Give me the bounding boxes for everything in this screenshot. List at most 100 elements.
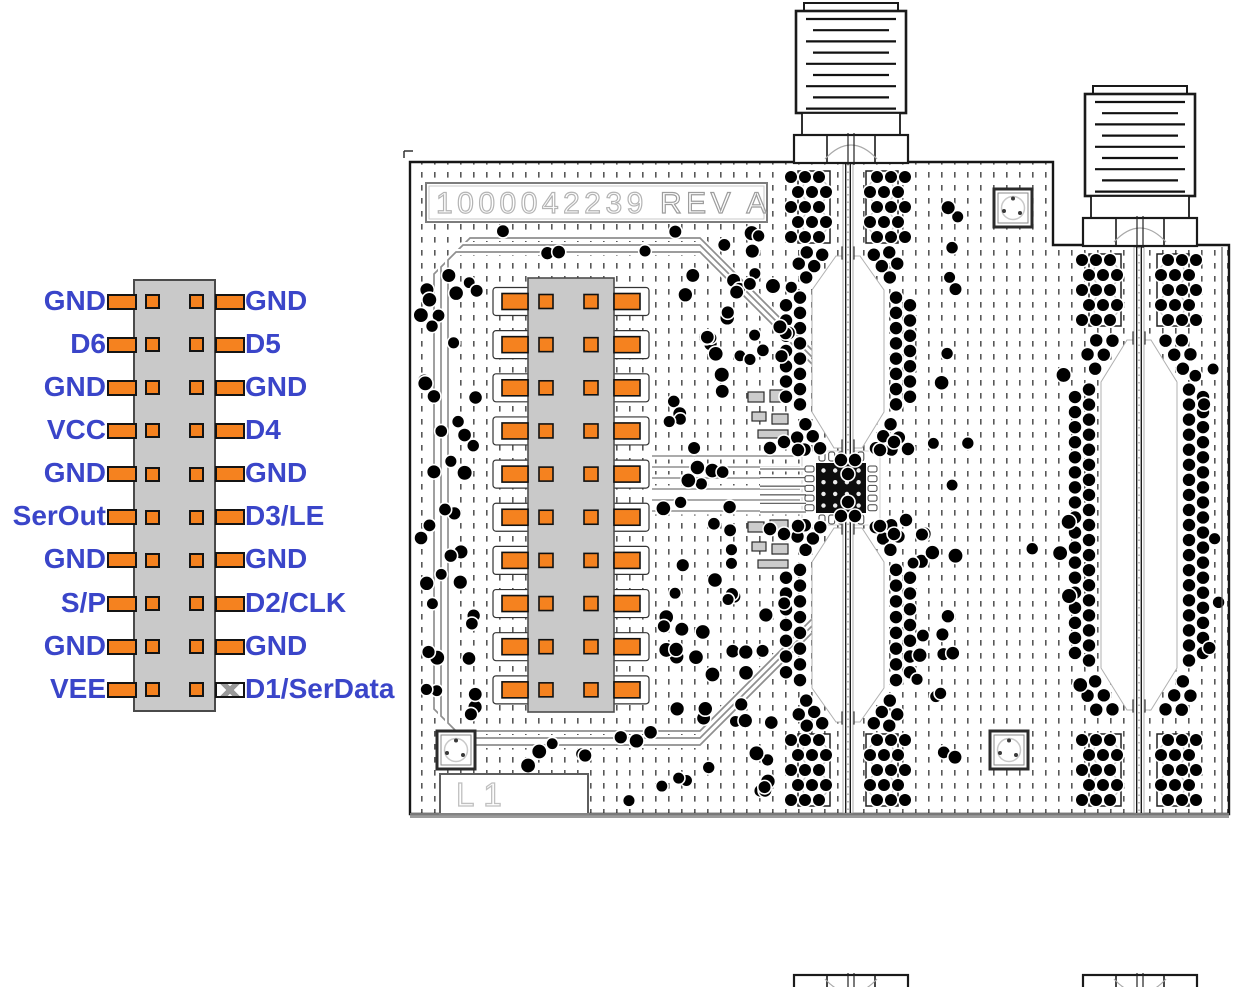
via-dot bbox=[654, 499, 672, 517]
footprint-smt-pad bbox=[613, 551, 641, 570]
via-dot bbox=[876, 214, 892, 230]
via-dot bbox=[866, 246, 882, 263]
via-dot bbox=[1182, 346, 1199, 363]
via-dot bbox=[1095, 297, 1111, 313]
via-dot bbox=[811, 199, 827, 215]
via-dot bbox=[728, 284, 745, 301]
via-dot bbox=[805, 530, 821, 547]
via-dot bbox=[902, 569, 918, 586]
footprint-smt-pad bbox=[613, 422, 641, 440]
via-dot bbox=[790, 706, 807, 723]
fiducial-part bbox=[445, 751, 449, 755]
pin-pad bbox=[189, 596, 204, 612]
via-dot bbox=[1181, 267, 1197, 283]
via-dot bbox=[495, 223, 511, 239]
footprint-pin-pad bbox=[538, 509, 554, 526]
via-dot bbox=[811, 169, 827, 185]
via-dot bbox=[898, 512, 914, 528]
pin-pad bbox=[189, 380, 204, 396]
via-dot bbox=[888, 305, 904, 321]
via-dot bbox=[1109, 267, 1125, 283]
via-dot bbox=[888, 672, 904, 688]
via-dot bbox=[1182, 687, 1199, 704]
via-dot bbox=[689, 459, 706, 476]
via-dot bbox=[1081, 267, 1097, 283]
footprint-smt-pad bbox=[501, 465, 529, 483]
via-dot bbox=[1181, 532, 1197, 548]
via-dot bbox=[934, 626, 951, 643]
sma-connector-part bbox=[792, 973, 910, 987]
via-dot bbox=[797, 542, 814, 558]
via-dot bbox=[1195, 524, 1211, 541]
via-dot bbox=[778, 569, 794, 586]
via-dot bbox=[792, 335, 808, 352]
via-dot bbox=[818, 214, 834, 230]
via-dot bbox=[776, 595, 792, 611]
via-dot bbox=[1157, 332, 1174, 349]
via-dot bbox=[1181, 592, 1197, 609]
via-dot bbox=[944, 240, 960, 255]
via-dot bbox=[1081, 532, 1097, 548]
sma-connector bbox=[1081, 85, 1199, 248]
footprint-pin-pad bbox=[583, 293, 599, 310]
pin-pad bbox=[189, 509, 204, 525]
via-dot bbox=[1067, 645, 1083, 661]
via-dot bbox=[684, 267, 701, 284]
via-dot bbox=[862, 184, 878, 200]
via-dot bbox=[1081, 502, 1097, 518]
via-dot bbox=[671, 771, 686, 786]
via-dot bbox=[888, 640, 904, 657]
via-dot bbox=[1088, 282, 1104, 298]
pin-label-left: SerOut bbox=[12, 500, 106, 532]
via-dot bbox=[1074, 252, 1090, 268]
silk-label-plate: L1 bbox=[439, 773, 589, 815]
via-dot bbox=[888, 577, 904, 594]
fiducial-part bbox=[993, 734, 1025, 766]
via-dot bbox=[783, 762, 799, 778]
via-dot bbox=[1109, 747, 1125, 763]
fiducial-part bbox=[992, 187, 1034, 229]
fiducial-part bbox=[988, 729, 1030, 771]
via-dot bbox=[1160, 252, 1176, 268]
via-dot bbox=[1081, 472, 1097, 488]
sma-connector-part bbox=[1090, 195, 1190, 219]
via-dot bbox=[933, 686, 948, 701]
pin-pad bbox=[145, 682, 160, 698]
via-dot bbox=[945, 477, 960, 493]
via-dot bbox=[545, 736, 560, 751]
via-dot bbox=[946, 749, 964, 766]
via-dot bbox=[1187, 368, 1203, 384]
fiducial-part bbox=[998, 751, 1002, 755]
pin-pad bbox=[189, 552, 204, 568]
sma-connector-part bbox=[794, 9, 908, 115]
pin-stub-right bbox=[215, 552, 245, 569]
via-dot bbox=[1195, 615, 1211, 631]
via-dot bbox=[862, 777, 878, 793]
ic-thermal-via bbox=[856, 468, 861, 473]
via-dot bbox=[421, 291, 438, 309]
via-dot bbox=[1109, 297, 1125, 313]
passive-component bbox=[771, 543, 789, 555]
via-dot bbox=[673, 495, 688, 510]
via-dot bbox=[883, 199, 899, 215]
via-dot bbox=[1188, 252, 1204, 268]
via-dot bbox=[1081, 592, 1097, 609]
via-dot bbox=[911, 646, 929, 664]
via-dot bbox=[783, 732, 799, 748]
pin-pad bbox=[145, 337, 160, 353]
footprint-pin-pad bbox=[583, 379, 599, 396]
pin-stub-left bbox=[107, 379, 137, 396]
via-dot bbox=[939, 346, 955, 361]
via-dot bbox=[888, 396, 904, 413]
ic-thermal-via bbox=[833, 503, 838, 508]
via-dot bbox=[1181, 426, 1197, 443]
via-dot bbox=[818, 184, 834, 200]
via-dot bbox=[1074, 792, 1090, 808]
pin-label-right: GND bbox=[245, 457, 308, 489]
via-dot bbox=[778, 648, 794, 665]
via-dot bbox=[706, 571, 724, 589]
via-dot bbox=[888, 593, 904, 610]
via-dot bbox=[1095, 346, 1112, 363]
via-dot bbox=[1181, 777, 1197, 793]
pin-label-left: VEE bbox=[49, 672, 106, 704]
